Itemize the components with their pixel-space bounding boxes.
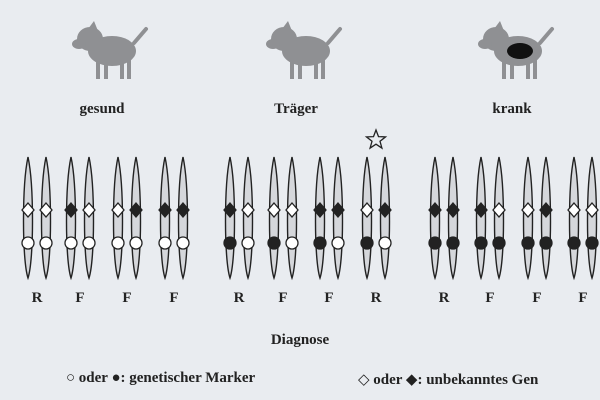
dog-healthy-icon	[72, 21, 146, 79]
marker-circle-open	[22, 237, 34, 249]
diagnosis-letter: R	[361, 290, 391, 307]
group-title-healthy: gesund	[42, 101, 162, 118]
marker-circle-open	[83, 237, 95, 249]
diagnosis-letter: R	[22, 290, 52, 307]
marker-circle-open	[40, 237, 52, 249]
diagnosis-letter: F	[65, 290, 95, 307]
marker-circle-filled	[429, 237, 441, 249]
diagnosis-letter: F	[112, 290, 142, 307]
diagnosis-letter: F	[475, 290, 505, 307]
marker-circle-filled	[314, 237, 326, 249]
diagnosis-letter: F	[568, 290, 598, 307]
diagnosis-label: Diagnose	[240, 332, 360, 349]
marker-circle-filled	[493, 237, 505, 249]
marker-circle-open	[130, 237, 142, 249]
marker-circle-open	[65, 237, 77, 249]
marker-circle-filled	[540, 237, 552, 249]
marker-circle-filled	[447, 237, 459, 249]
marker-circle-filled	[586, 237, 598, 249]
diagnosis-letter: F	[268, 290, 298, 307]
marker-circle-open	[242, 237, 254, 249]
marker-circle-open	[379, 237, 391, 249]
diagnosis-letter: R	[224, 290, 254, 307]
diagnosis-letter: F	[522, 290, 552, 307]
dog-sick-icon	[478, 21, 552, 79]
marker-circle-filled	[268, 237, 280, 249]
dog-carrier-icon	[266, 21, 340, 79]
legend-marker: ○ oder ●: genetischer Marker	[66, 370, 255, 387]
group-title-carrier: Träger	[236, 101, 356, 118]
marker-circle-open	[286, 237, 298, 249]
diagnosis-letter: F	[159, 290, 189, 307]
group-title-sick: krank	[452, 101, 572, 118]
marker-circle-filled	[522, 237, 534, 249]
star-icon	[367, 130, 386, 148]
marker-circle-filled	[361, 237, 373, 249]
diagnosis-letter: R	[429, 290, 459, 307]
legend-gene: ◇ oder ◆: unbekanntes Gen	[358, 370, 538, 389]
marker-circle-filled	[568, 237, 580, 249]
marker-circle-open	[159, 237, 171, 249]
marker-circle-open	[332, 237, 344, 249]
marker-circle-filled	[475, 237, 487, 249]
marker-circle-open	[112, 237, 124, 249]
diagnosis-letter: F	[314, 290, 344, 307]
marker-circle-filled	[224, 237, 236, 249]
marker-circle-open	[177, 237, 189, 249]
